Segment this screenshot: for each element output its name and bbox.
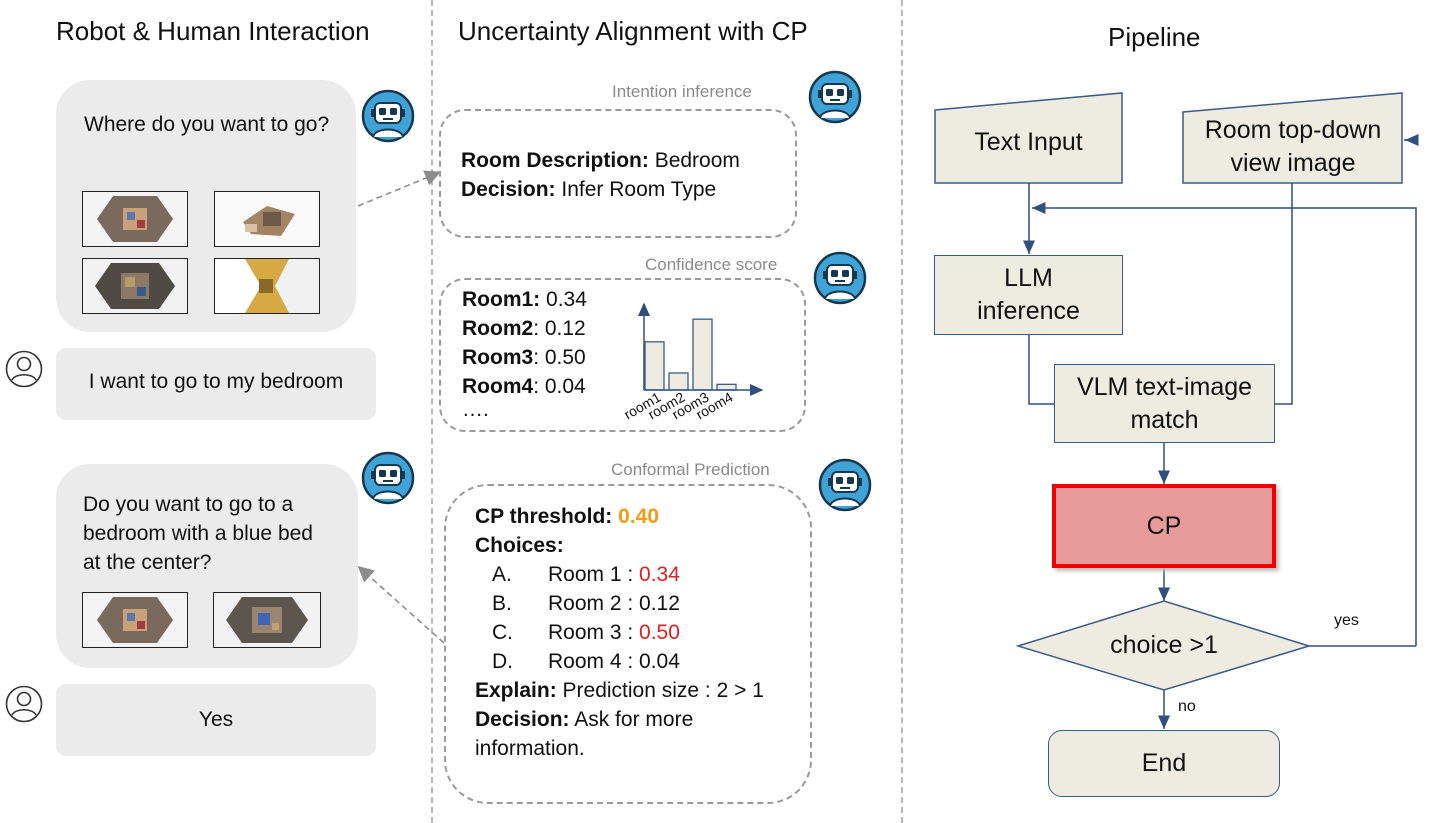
room-description-key: Room Description:: [461, 149, 649, 172]
cp-node: CP: [1052, 484, 1276, 568]
confidence-row-value: 0.34: [546, 288, 587, 311]
room-description-value: Bedroom: [654, 149, 740, 172]
robot-question-2: Do you want to go to a bedroom with a bl…: [83, 493, 313, 574]
confidence-row-value: : 0.50: [533, 346, 586, 369]
text-input-label: Text Input: [974, 128, 1083, 156]
choice-decision-node: [1015, 600, 1312, 691]
choice-score: 0.04: [639, 650, 680, 673]
vlm-match-label: VLM text-image match: [1076, 372, 1253, 434]
confidence-row-key: Room1:: [462, 288, 541, 311]
confidence-row: Room4: 0.04: [462, 372, 586, 401]
room-thumbnail: [82, 258, 188, 314]
intention-box: Room Description: Bedroom Decision: Infe…: [439, 109, 797, 238]
user-icon: [4, 349, 44, 394]
explain-key: Explain:: [475, 679, 557, 702]
confidence-row: Room1: 0.34: [462, 285, 587, 314]
cp-decision-key: Decision:: [475, 708, 570, 731]
choice-score: 0.50: [639, 621, 680, 644]
choice-row: B. Room 2 : 0.12: [492, 589, 680, 618]
conformal-box: CP threshold: 0.40 Choices: A. Room 1 : 0…: [444, 484, 812, 804]
intention-decision-line: Decision: Infer Room Type: [461, 175, 716, 204]
confidence-row: Room2: 0.12: [462, 314, 586, 343]
choice-letter: A.: [492, 563, 512, 586]
choice-label: choice >1: [1110, 631, 1218, 659]
choices-key: Choices:: [475, 534, 564, 557]
choice-letter: D.: [492, 650, 513, 673]
room-thumbnail: [82, 191, 188, 247]
choice-letter: C.: [492, 621, 513, 644]
divider-right: [901, 0, 903, 823]
cp-threshold-key: CP threshold:: [475, 505, 613, 528]
room-image-label: Room top-down view image: [1204, 116, 1382, 177]
choice-row: A. Room 1 : 0.34: [492, 560, 680, 589]
robot-question-1: Where do you want to go?: [84, 113, 330, 136]
choices-heading: Choices:: [475, 531, 564, 560]
intention-decision-key: Decision:: [461, 178, 556, 201]
vlm-match-node: VLM text-image match: [1054, 364, 1275, 443]
user-reply-2: Yes: [198, 708, 234, 731]
cp-label: CP: [1146, 511, 1182, 540]
confidence-row-value: : 0.04: [533, 375, 586, 398]
text-input-node: [934, 92, 1123, 184]
room-thumbnail: [213, 592, 321, 648]
section-title-alignment: Uncertainty Alignment with CP: [458, 16, 808, 46]
confidence-row-key: Room3: [462, 346, 534, 369]
choice-text: Room 2 :: [548, 592, 640, 615]
cp-threshold-line: CP threshold: 0.40: [475, 502, 659, 531]
cp-decision-line: Decision: Ask for more information.: [475, 705, 725, 763]
confidence-box: Room1: 0.34 Room2: 0.12 Room3: 0.50 Room…: [439, 278, 806, 432]
choice-row: C. Room 3 : 0.50: [492, 618, 680, 647]
cp-threshold-value: 0.40: [618, 505, 660, 528]
no-label: no: [1178, 698, 1196, 715]
explain-value: Prediction size : 2 > 1: [562, 679, 764, 702]
choice-score: 0.12: [639, 592, 680, 615]
llm-inference-node: LLM inference: [934, 255, 1123, 335]
explain-line: Explain: Prediction size : 2 > 1: [475, 676, 764, 705]
choice-text: Room 1 :: [548, 563, 640, 586]
yes-label: yes: [1334, 612, 1359, 629]
confidence-row: Room3: 0.50: [462, 343, 586, 372]
intention-label: Intention inference: [612, 82, 752, 101]
choice-row: D. Room 4 : 0.04: [492, 647, 680, 676]
user-icon: [4, 684, 44, 729]
room-thumbnail: [82, 592, 188, 648]
confidence-label: Confidence score: [645, 255, 778, 274]
room-description-line: Room Description: Bedroom: [461, 146, 740, 175]
confidence-ellipsis: ….: [462, 398, 489, 421]
user-reply-bubble-1: I want to go to my bedroom: [56, 348, 376, 420]
end-label: End: [1141, 749, 1187, 777]
confidence-row-key: Room2: [462, 317, 534, 340]
intention-decision-value: Infer Room Type: [561, 178, 717, 201]
confidence-row-value: : 0.12: [533, 317, 586, 340]
conformal-label: Conformal Prediction: [611, 460, 770, 479]
room-thumbnail: [214, 191, 320, 247]
room-image-node: [1182, 92, 1403, 184]
llm-inference-label: LLM inference: [977, 264, 1080, 325]
user-reply-bubble-2: Yes: [56, 684, 376, 756]
choice-text: Room 3 :: [548, 621, 640, 644]
user-reply-1: I want to go to my bedroom: [88, 370, 344, 393]
choice-score: 0.34: [639, 563, 680, 586]
robot-question-bubble-2: Do you want to go to a bedroom with a bl…: [56, 464, 358, 668]
cp-decision-value: Ask for more information.: [475, 708, 694, 760]
room-thumbnail: [214, 258, 320, 314]
choice-text: Room 4 :: [548, 650, 640, 673]
section-title-interaction: Robot & Human Interaction: [56, 16, 370, 46]
choice-letter: B.: [492, 592, 512, 615]
end-node: End: [1048, 730, 1280, 797]
section-title-pipeline: Pipeline: [1108, 22, 1201, 52]
robot-question-bubble-1: Where do you want to go?: [56, 80, 356, 332]
divider-left: [431, 0, 433, 823]
confidence-row-key: Room4: [462, 375, 534, 398]
